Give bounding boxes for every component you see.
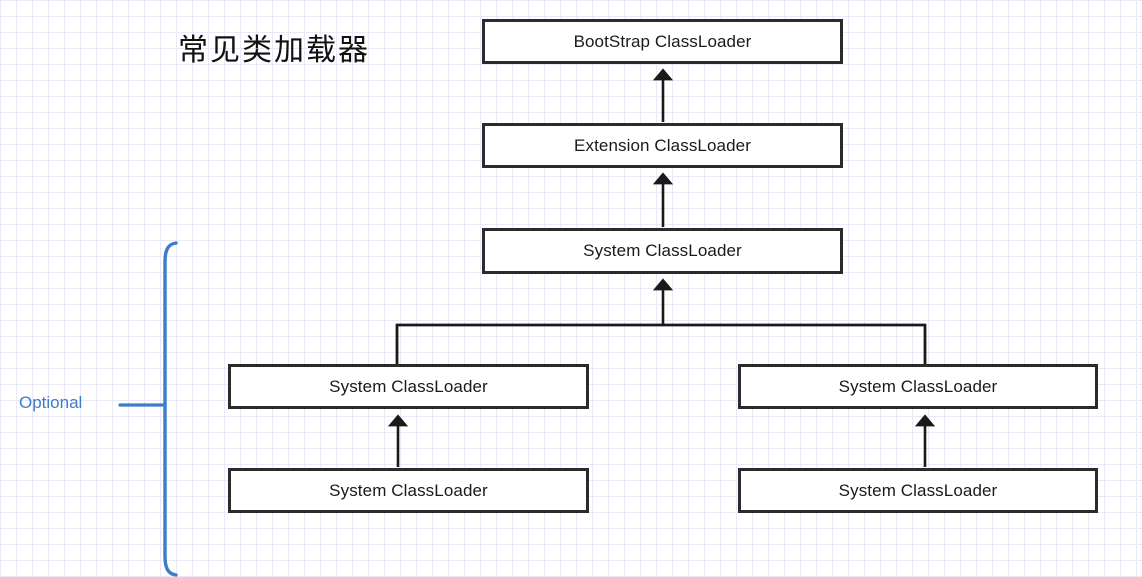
fork-bar (395, 323, 927, 365)
diagram-title: 常见类加载器 (178, 33, 370, 68)
node-custom-classloader-left-child[interactable]: System ClassLoader (228, 468, 589, 513)
node-custom-classloader-right-child[interactable]: System ClassLoader (738, 468, 1098, 513)
node-label: Extension ClassLoader (574, 135, 751, 155)
node-bootstrap-classloader[interactable]: BootStrap ClassLoader (482, 19, 843, 64)
node-label: System ClassLoader (583, 241, 742, 260)
node-custom-classloader-right[interactable]: System ClassLoader (738, 364, 1098, 409)
node-label: System ClassLoader (329, 480, 488, 500)
node-label: System ClassLoader (329, 376, 488, 396)
node-extension-classloader[interactable]: Extension ClassLoader (482, 123, 843, 168)
node-label: BootStrap ClassLoader (573, 31, 752, 51)
optional-bracket (118, 241, 178, 577)
node-system-classloader[interactable]: System ClassLoader (482, 228, 843, 274)
node-custom-classloader-left[interactable]: System ClassLoader (228, 364, 589, 409)
optional-annotation-label: Optional (19, 393, 83, 412)
node-label: System ClassLoader (838, 480, 998, 500)
node-label: System ClassLoader (838, 376, 998, 396)
